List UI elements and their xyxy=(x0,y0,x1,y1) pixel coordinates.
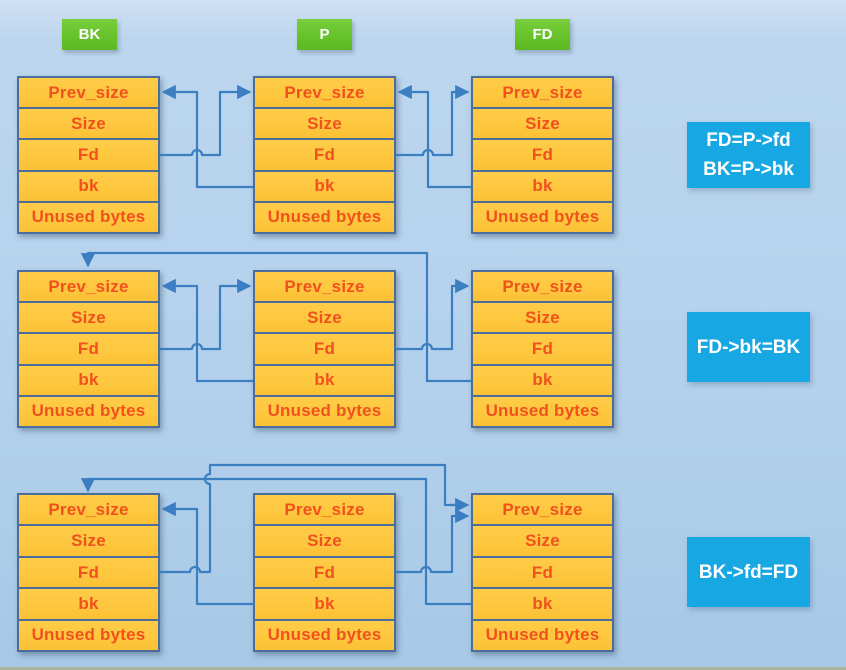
field-size: Size xyxy=(471,301,614,335)
chunk-bk-row2: Prev_size Size Fd bk Unused bytes xyxy=(17,270,160,429)
field-unused-bytes: Unused bytes xyxy=(17,200,160,235)
field-size: Size xyxy=(253,524,396,558)
field-bk: bk xyxy=(17,587,160,621)
field-size: Size xyxy=(17,301,160,335)
arrow-row3-pfd-to-fd-prevsize xyxy=(396,508,470,574)
chunk-p-row2: Prev_size Size Fd bk Unused bytes xyxy=(253,270,396,429)
caption-step2-text: FD->bk=BK xyxy=(696,336,801,358)
field-bk: bk xyxy=(253,363,396,397)
arrow-row3-pbk-to-bk-prevsize xyxy=(161,501,253,606)
field-size: Size xyxy=(471,107,614,141)
field-bk: bk xyxy=(253,169,396,203)
caption-step1: FD=P->fd BK=P->bk xyxy=(687,122,810,188)
field-prev-size: Prev_size xyxy=(253,270,396,304)
tag-p: P xyxy=(297,19,352,50)
field-size: Size xyxy=(17,524,160,558)
field-fd: Fd xyxy=(17,555,160,590)
field-prev-size: Prev_size xyxy=(17,493,160,527)
field-prev-size: Prev_size xyxy=(471,76,614,110)
chunk-bk-row1: Prev_size Size Fd bk Unused bytes xyxy=(17,76,160,235)
arrow-row2-pbk-to-bk-prevsize xyxy=(161,278,253,383)
caption-step3-text: BK->fd=FD xyxy=(698,561,799,583)
chunk-p-row3: Prev_size Size Fd bk Unused bytes xyxy=(253,493,396,653)
field-prev-size: Prev_size xyxy=(253,493,396,527)
caption-step1-line2: BK=P->bk xyxy=(703,159,794,180)
field-bk: bk xyxy=(17,363,160,397)
caption-step3: BK->fd=FD xyxy=(687,537,810,607)
field-size: Size xyxy=(17,107,160,141)
field-fd: Fd xyxy=(253,332,396,366)
arrow-row2-bkfd-to-p-prevsize xyxy=(160,278,252,351)
chunk-bk-row3: Prev_size Size Fd bk Unused bytes xyxy=(17,493,160,653)
arrow-row1-bkfd-to-p-prevsize xyxy=(160,84,252,157)
field-bk: bk xyxy=(17,169,160,203)
tag-bk: BK xyxy=(62,19,117,50)
chunk-fd-row1: Prev_size Size Fd bk Unused bytes xyxy=(471,76,614,235)
caption-step2: FD->bk=BK xyxy=(687,312,810,382)
field-unused-bytes: Unused bytes xyxy=(471,618,614,653)
arrow-row1-pbk-to-bk-prevsize xyxy=(161,84,253,189)
field-unused-bytes: Unused bytes xyxy=(471,200,614,235)
field-fd: Fd xyxy=(253,555,396,590)
field-prev-size: Prev_size xyxy=(253,76,396,110)
field-size: Size xyxy=(471,524,614,558)
caption-step1-line1: FD=P->fd xyxy=(706,130,791,151)
field-bk: bk xyxy=(471,169,614,203)
arrow-row1-fdbk-to-p-prevsize xyxy=(397,84,471,189)
field-size: Size xyxy=(253,301,396,335)
field-prev-size: Prev_size xyxy=(17,76,160,110)
tag-fd: FD xyxy=(515,19,570,50)
field-fd: Fd xyxy=(253,138,396,172)
field-unused-bytes: Unused bytes xyxy=(471,394,614,429)
field-bk: bk xyxy=(253,587,396,621)
field-fd: Fd xyxy=(471,138,614,172)
field-fd: Fd xyxy=(471,332,614,366)
field-unused-bytes: Unused bytes xyxy=(253,200,396,235)
field-prev-size: Prev_size xyxy=(471,493,614,527)
field-bk: bk xyxy=(471,363,614,397)
arrow-row1-pfd-to-fd-prevsize xyxy=(396,84,470,157)
field-fd: Fd xyxy=(17,138,160,172)
field-fd: Fd xyxy=(471,555,614,590)
field-prev-size: Prev_size xyxy=(17,270,160,304)
arrow-row2-pfd-to-fd-prevsize xyxy=(396,278,470,351)
field-bk: bk xyxy=(471,587,614,621)
chunk-fd-row3: Prev_size Size Fd bk Unused bytes xyxy=(471,493,614,653)
field-unused-bytes: Unused bytes xyxy=(17,394,160,429)
field-fd: Fd xyxy=(17,332,160,366)
field-unused-bytes: Unused bytes xyxy=(253,394,396,429)
field-unused-bytes: Unused bytes xyxy=(17,618,160,653)
field-unused-bytes: Unused bytes xyxy=(253,618,396,653)
field-size: Size xyxy=(253,107,396,141)
bottom-edge-strip xyxy=(0,667,846,670)
chunk-p-row1: Prev_size Size Fd bk Unused bytes xyxy=(253,76,396,235)
chunk-fd-row2: Prev_size Size Fd bk Unused bytes xyxy=(471,270,614,429)
field-prev-size: Prev_size xyxy=(471,270,614,304)
